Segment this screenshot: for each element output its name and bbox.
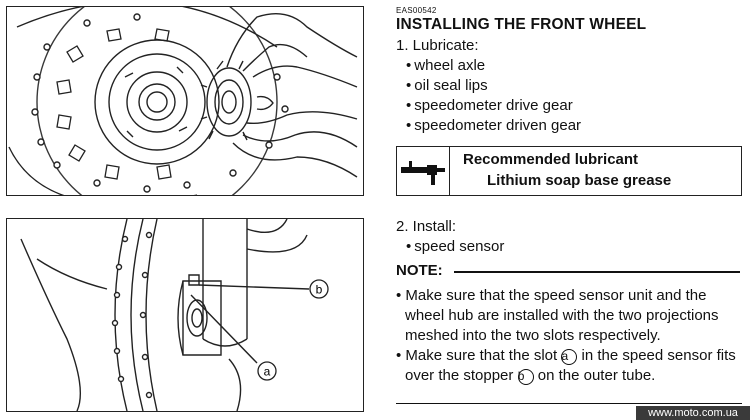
bottom-rule: [396, 403, 742, 404]
sensor-drawing: b a: [20, 219, 329, 411]
callout-a: a: [264, 365, 271, 379]
step1-item: speedometer driven gear: [406, 117, 581, 135]
note-rule: [454, 271, 740, 273]
note-text-b: in the speed sensor fits over the stoppe…: [405, 347, 736, 384]
lubricant-title: Recommended lubricant: [463, 151, 639, 168]
illustration-lubricate-hub: [6, 6, 364, 196]
illustration-speed-sensor: b a: [6, 218, 364, 412]
callout-b-ref: b: [517, 369, 534, 385]
note-item-1: • Make sure that the speed sensor unit a…: [396, 286, 742, 346]
step2-item: speed sensor: [406, 238, 504, 256]
step1-item: wheel axle: [406, 57, 485, 75]
callout-a-ref: a: [561, 349, 578, 365]
doc-code: EAS00542: [396, 6, 437, 15]
note-item-2: • Make sure that the slot a in the speed…: [396, 346, 742, 386]
grease-gun-icon: [401, 161, 445, 185]
step1-item: oil seal lips: [406, 77, 487, 95]
note-text-a: Make sure that the slot: [405, 347, 558, 364]
bullet: •: [396, 347, 406, 364]
lubricant-icon-cell: [397, 147, 450, 195]
note-text: Make sure that the speed sensor unit and…: [405, 287, 719, 344]
step1-item: speedometer drive gear: [406, 97, 572, 115]
note-label: NOTE:: [396, 262, 443, 279]
lubricant-box: Recommended lubricant Lithium soap base …: [396, 146, 742, 196]
page-title: INSTALLING THE FRONT WHEEL: [396, 16, 647, 33]
watermark: www.moto.com.ua: [636, 406, 750, 420]
step1-label: 1. Lubricate:: [396, 37, 479, 54]
note-text-c: on the outer tube.: [537, 367, 656, 384]
lubricant-value: Lithium soap base grease: [487, 172, 672, 189]
step2-label: 2. Install:: [396, 218, 457, 235]
bullet: •: [396, 287, 406, 304]
callout-b: b: [316, 283, 323, 297]
hub-drawing: [8, 7, 358, 195]
